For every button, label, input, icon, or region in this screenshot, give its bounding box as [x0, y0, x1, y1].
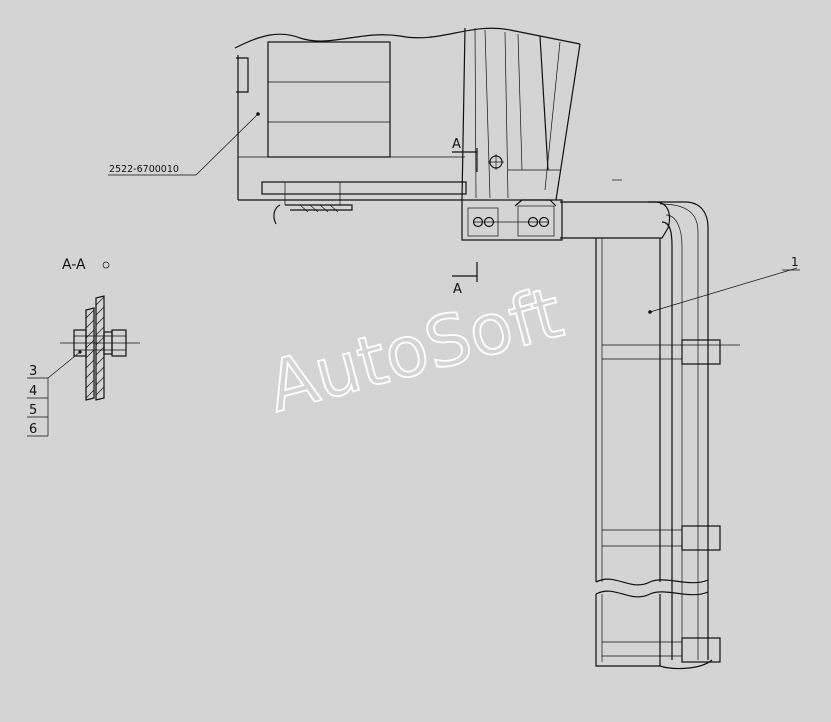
section-marker-top: A	[452, 137, 478, 172]
footrest-plate-bottom	[595, 594, 661, 667]
section-view-symbol	[102, 261, 110, 269]
seat-back-right	[555, 43, 581, 201]
section-plate-inner	[85, 307, 95, 401]
seat-hook-bracket	[285, 204, 353, 211]
mount-bracket	[461, 199, 563, 241]
footrest-assembly	[560, 201, 740, 670]
seat-base-plate	[261, 181, 467, 195]
item-4-label: 4	[29, 384, 37, 399]
part-callout-label: 2522-6700010	[109, 164, 179, 175]
section-marker-top-label: A	[452, 137, 461, 152]
break-line-upper	[595, 578, 709, 586]
seat-back-left	[461, 27, 466, 201]
section-marker-bottom-label: A	[453, 282, 462, 297]
seat-top-break-line	[234, 27, 581, 49]
section-plate-outer	[95, 295, 105, 401]
footrest-outer-tube	[648, 201, 709, 660]
item-6-label: 6	[29, 422, 37, 437]
item-3-label: 3	[29, 364, 37, 379]
clamp-3	[681, 637, 721, 663]
part-callout: 2522-6700010	[108, 112, 260, 176]
seat-hook-curve	[273, 204, 281, 225]
section-title: A-A	[62, 257, 86, 273]
break-line-lower	[595, 590, 709, 598]
item-1-label: 1	[791, 255, 799, 269]
clamp-2	[681, 525, 721, 551]
section-a-a-detail: A-A 3 4 5 6	[27, 257, 140, 437]
footrest-arm	[560, 201, 671, 239]
item-1-callout: 1	[648, 255, 800, 314]
seat-left-bracket	[236, 57, 249, 93]
section-marker-bottom: A	[452, 262, 478, 297]
seat-assembly	[234, 27, 622, 241]
watermark: AutoSoft	[259, 271, 571, 428]
item-5-label: 5	[29, 403, 37, 418]
seat-cushion-outline	[267, 41, 391, 158]
clamp-1	[681, 339, 721, 365]
